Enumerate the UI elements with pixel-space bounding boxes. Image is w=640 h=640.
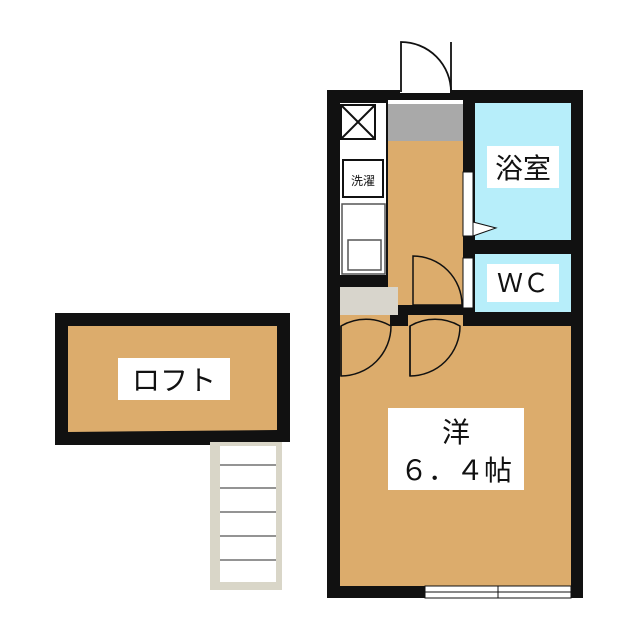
storage-box [340, 287, 398, 315]
washer-box: 洗濯 [342, 159, 384, 198]
x-box-icon [340, 104, 376, 140]
entrance-threshold [388, 100, 463, 104]
wc-sliding-door [462, 257, 474, 309]
western-room-size: ６．４帖 [400, 454, 512, 487]
closet-door-swing [340, 318, 392, 377]
kitchen-sink [341, 203, 386, 275]
stairs-steps [220, 464, 276, 561]
entrance-floor [388, 103, 463, 141]
sliding-window-icon [424, 585, 572, 599]
wc-door-swing [412, 255, 463, 306]
bath-door-swing [472, 221, 498, 237]
washer-label: 洗濯 [351, 174, 375, 188]
western-room-name: 洋 [442, 416, 470, 449]
loft-label: ロフト [132, 364, 216, 397]
western-label-bg [388, 408, 524, 490]
room-opening [408, 315, 463, 326]
wc-label-bg [487, 264, 559, 302]
wc-label: ＷＣ [497, 269, 549, 299]
closet-opening [340, 315, 390, 326]
bath-label-bg [487, 146, 559, 188]
loft-area: ロフト [55, 313, 290, 445]
room-door-swing [409, 318, 461, 377]
loft-label-bg [118, 358, 230, 400]
stairs-icon [210, 442, 282, 590]
bath-label: 浴室 [495, 152, 551, 185]
main-unit: 洗濯 浴室 ＷＣ 洋 ６．４帖 [327, 90, 583, 599]
swing-door-icon [400, 41, 452, 93]
stairs-inner [220, 446, 276, 582]
bath-sliding-door [462, 171, 474, 237]
